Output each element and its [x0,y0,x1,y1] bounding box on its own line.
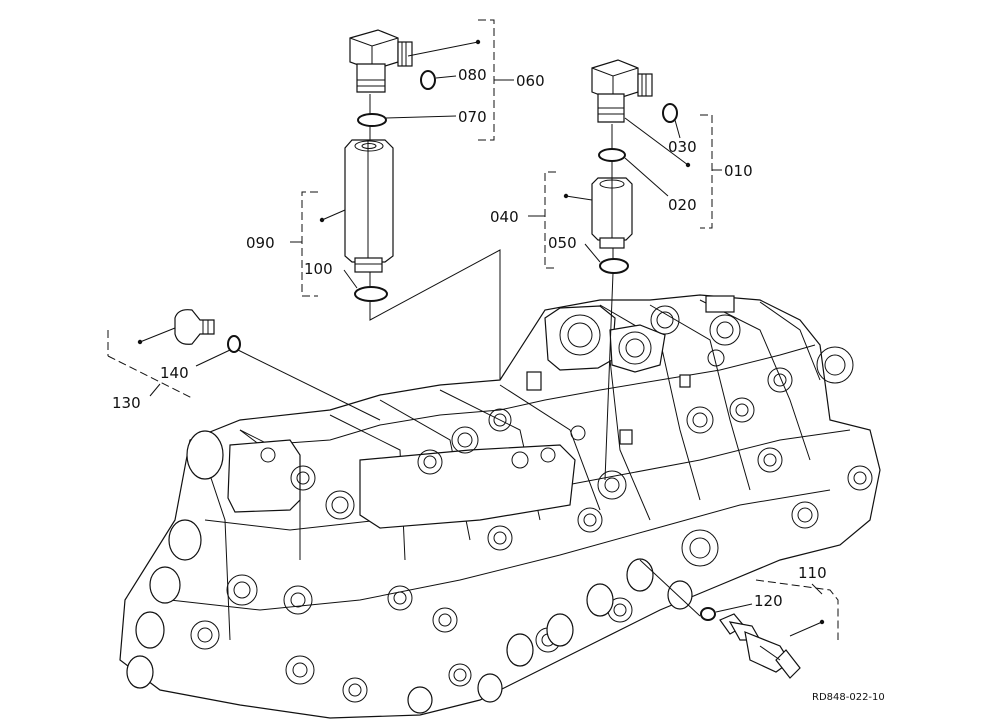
callout-040: 040 [490,208,519,226]
assembly-centerlines [237,94,701,617]
hex-adapter-040 [591,177,633,249]
spool-caps [126,430,693,714]
elbow-fitting-060 [349,29,413,93]
callout-010: 010 [724,162,753,180]
callout-130: 130 [112,394,141,412]
callout-080: 080 [458,66,487,84]
callout-030: 030 [668,138,697,156]
o-ring-070 [357,113,387,127]
callout-140: 140 [160,364,189,382]
callout-050: 050 [548,234,577,252]
o-ring-080 [420,70,436,90]
callout-060: 060 [516,72,545,90]
leader-lines [137,39,825,637]
pressure-sensor-110 [719,613,801,679]
o-ring-100 [354,286,388,302]
hex-adapter-090 [344,139,394,273]
elbow-fitting-010 [591,59,653,123]
drawing-reference: RD848-022-10 [812,692,885,703]
o-ring-020 [598,148,626,162]
callout-120: 120 [754,592,783,610]
callout-090: 090 [246,234,275,252]
o-ring-120 [700,607,716,621]
elbow-fitting-130 [174,309,215,345]
o-ring-050 [599,258,629,274]
o-ring-030 [662,103,678,123]
callout-110: 110 [798,564,827,582]
control-valve-assembly [119,294,881,719]
callout-070: 070 [458,108,487,126]
callout-100: 100 [304,260,333,278]
callout-020: 020 [668,196,697,214]
callout-labels: 010 020 030 040 050 060 070 080 090 100 … [112,66,885,703]
o-ring-140 [227,335,241,353]
valve-ports [190,305,873,703]
